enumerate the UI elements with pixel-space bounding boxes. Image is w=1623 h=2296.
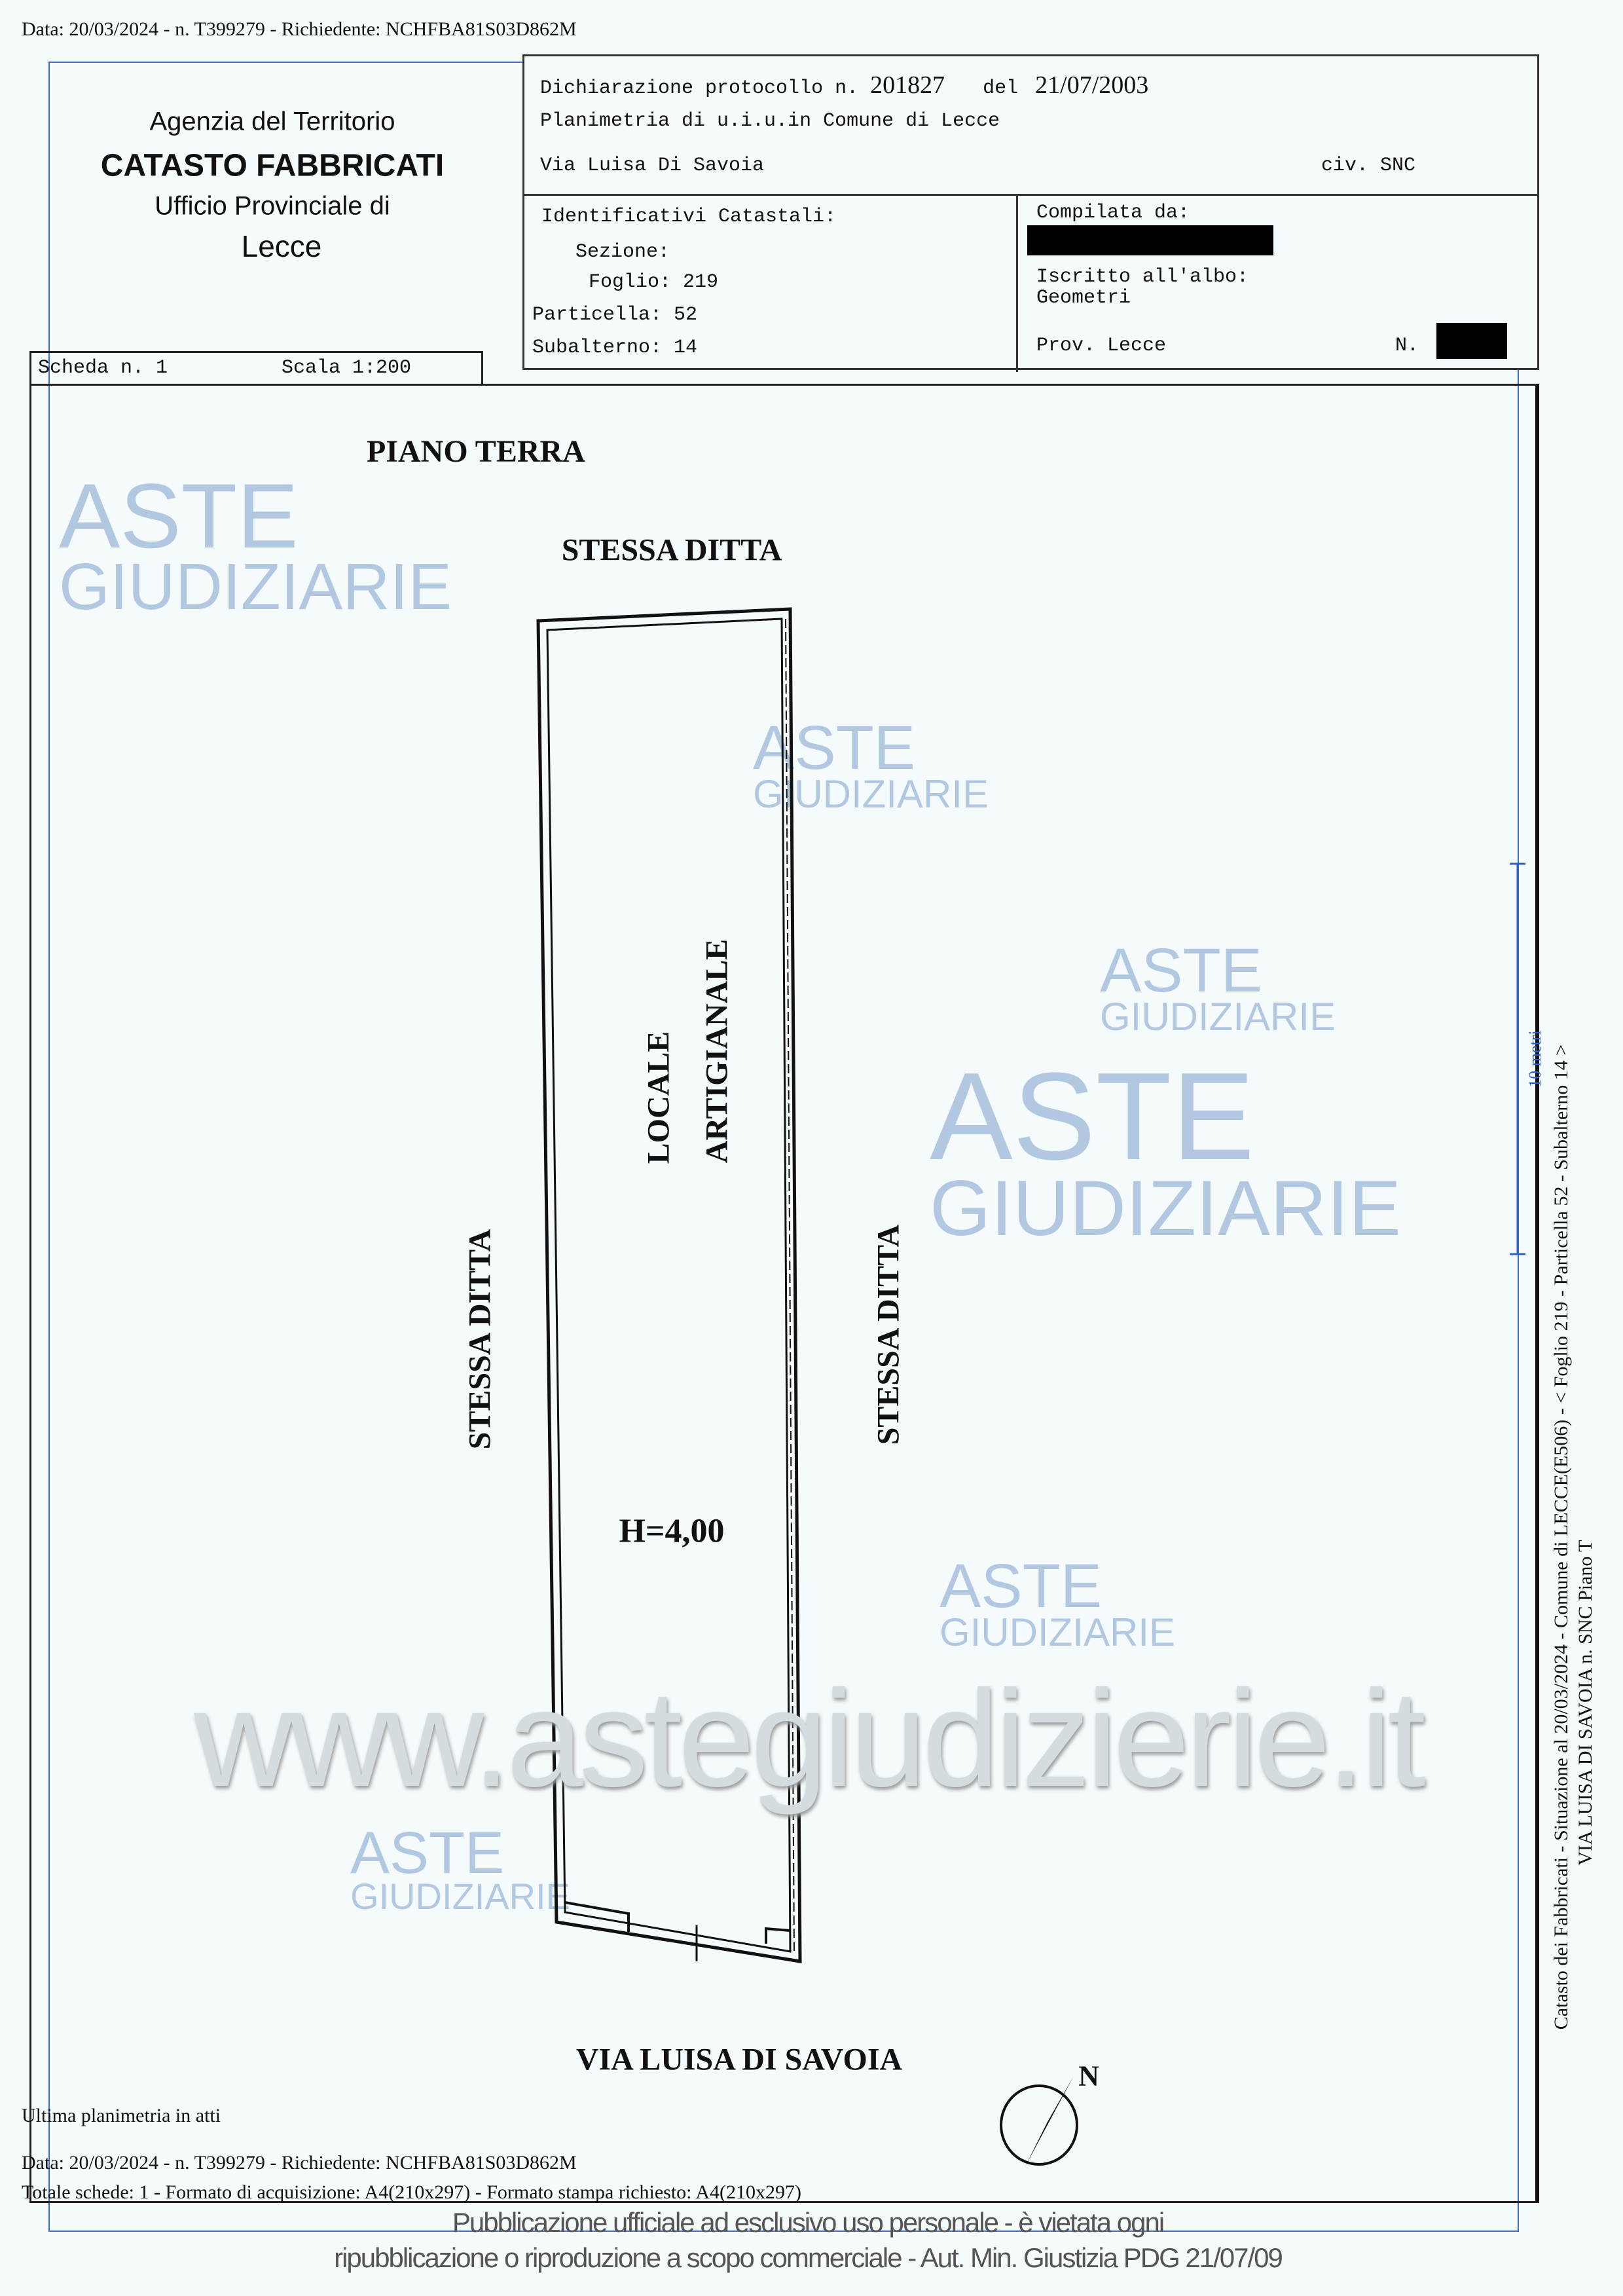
side-info-line1: Catasto dei Fabbricati - Situazione al 2… <box>1550 1044 1572 2030</box>
building-inner-wall <box>546 618 792 1953</box>
top-request-line: Data: 20/03/2024 - n. T399279 - Richiede… <box>22 18 577 40</box>
header-vertical-divider <box>1016 194 1018 372</box>
building-outer-wall <box>536 607 802 1963</box>
floor-label: PIANO TERRA <box>367 434 585 469</box>
planimetria-line: Planimetria di u.i.u.in Comune di Lecce <box>540 110 1000 132</box>
particella: Particella: 52 <box>532 304 698 326</box>
north-neighbor-label: STESSA DITTA <box>561 532 782 568</box>
subalterno: Subalterno: 14 <box>532 337 698 359</box>
site-watermark: www.astegiudizierie.it <box>194 1661 1426 1815</box>
scala: Scala 1:200 <box>282 357 412 379</box>
protocol-line: Dichiarazione protocollo n. 201827 del 2… <box>540 71 1148 100</box>
room-name-line1: LOCALE <box>641 1031 676 1164</box>
header-box: Dichiarazione protocollo n. 201827 del 2… <box>522 54 1539 372</box>
albo: Geometri <box>1036 287 1131 309</box>
north-compass-icon <box>1000 2076 1078 2168</box>
iscritto-label: Iscritto all'albo: <box>1036 266 1249 288</box>
del-label: del <box>983 77 1019 100</box>
header-divider <box>524 194 1537 196</box>
protocol-date: 21/07/2003 <box>1035 71 1149 99</box>
opening-jamb-left <box>564 1901 630 1932</box>
ultima-planimetria: Ultima planimetria in atti <box>22 2105 221 2126</box>
publication-notice-line1: Pubblicazione ufficiale ad esclusivo uso… <box>452 2207 1165 2238</box>
foglio: Foglio: 219 <box>589 271 719 293</box>
plan-frame <box>29 384 1539 2203</box>
compilata-label: Compilata da: <box>1036 202 1190 224</box>
opening-jamb-right <box>765 1927 791 1944</box>
scheda-number: Scheda n. 1 <box>38 357 168 379</box>
protocol-label: Dichiarazione protocollo n. <box>540 77 859 100</box>
identificativi-label: Identificativi Catastali: <box>541 206 837 228</box>
west-neighbor-label: STESSA DITTA <box>462 1229 498 1450</box>
street-label: VIA LUISA DI SAVOIA <box>575 2042 903 2077</box>
address-line: Via Luisa Di Savoia <box>540 155 765 177</box>
redacted-name <box>1027 225 1273 255</box>
redacted-number <box>1436 323 1507 359</box>
n-label: N. <box>1395 335 1419 357</box>
publication-notice-line2: ripubblicazione o riproduzione a scopo c… <box>334 2242 1283 2273</box>
sezione: Sezione: <box>575 241 670 263</box>
civico: civ. SNC <box>1321 155 1416 177</box>
room-name-line2: ARTIGIANALE <box>699 938 735 1164</box>
ufficio-label: Ufficio Provinciale di <box>155 191 390 221</box>
ufficio-city: Lecce <box>241 229 322 263</box>
scale-bar-label: 10 metri <box>1525 1030 1544 1088</box>
east-neighbor-label: STESSA DITTA <box>871 1224 906 1445</box>
protocol-number: 201827 <box>870 71 945 99</box>
scheda-box: Scheda n. 1 Scala 1:200 <box>29 351 483 385</box>
side-info-line2: VIA LUISA DI SAVOIA n. SNC Piano T <box>1575 1540 1596 1866</box>
footer-request-line: Data: 20/03/2024 - n. T399279 - Richiede… <box>22 2152 577 2174</box>
catasto-title: CATASTO FABBRICATI <box>100 148 445 183</box>
provincia: Prov. Lecce <box>1036 335 1167 357</box>
footer-totale-schede: Totale schede: 1 - Formato di acquisizio… <box>22 2181 801 2203</box>
agency-name: Agenzia del Territorio <box>149 107 395 136</box>
ceiling-height: H=4,00 <box>619 1512 725 1550</box>
compass-north-label: N <box>1078 2060 1099 2092</box>
